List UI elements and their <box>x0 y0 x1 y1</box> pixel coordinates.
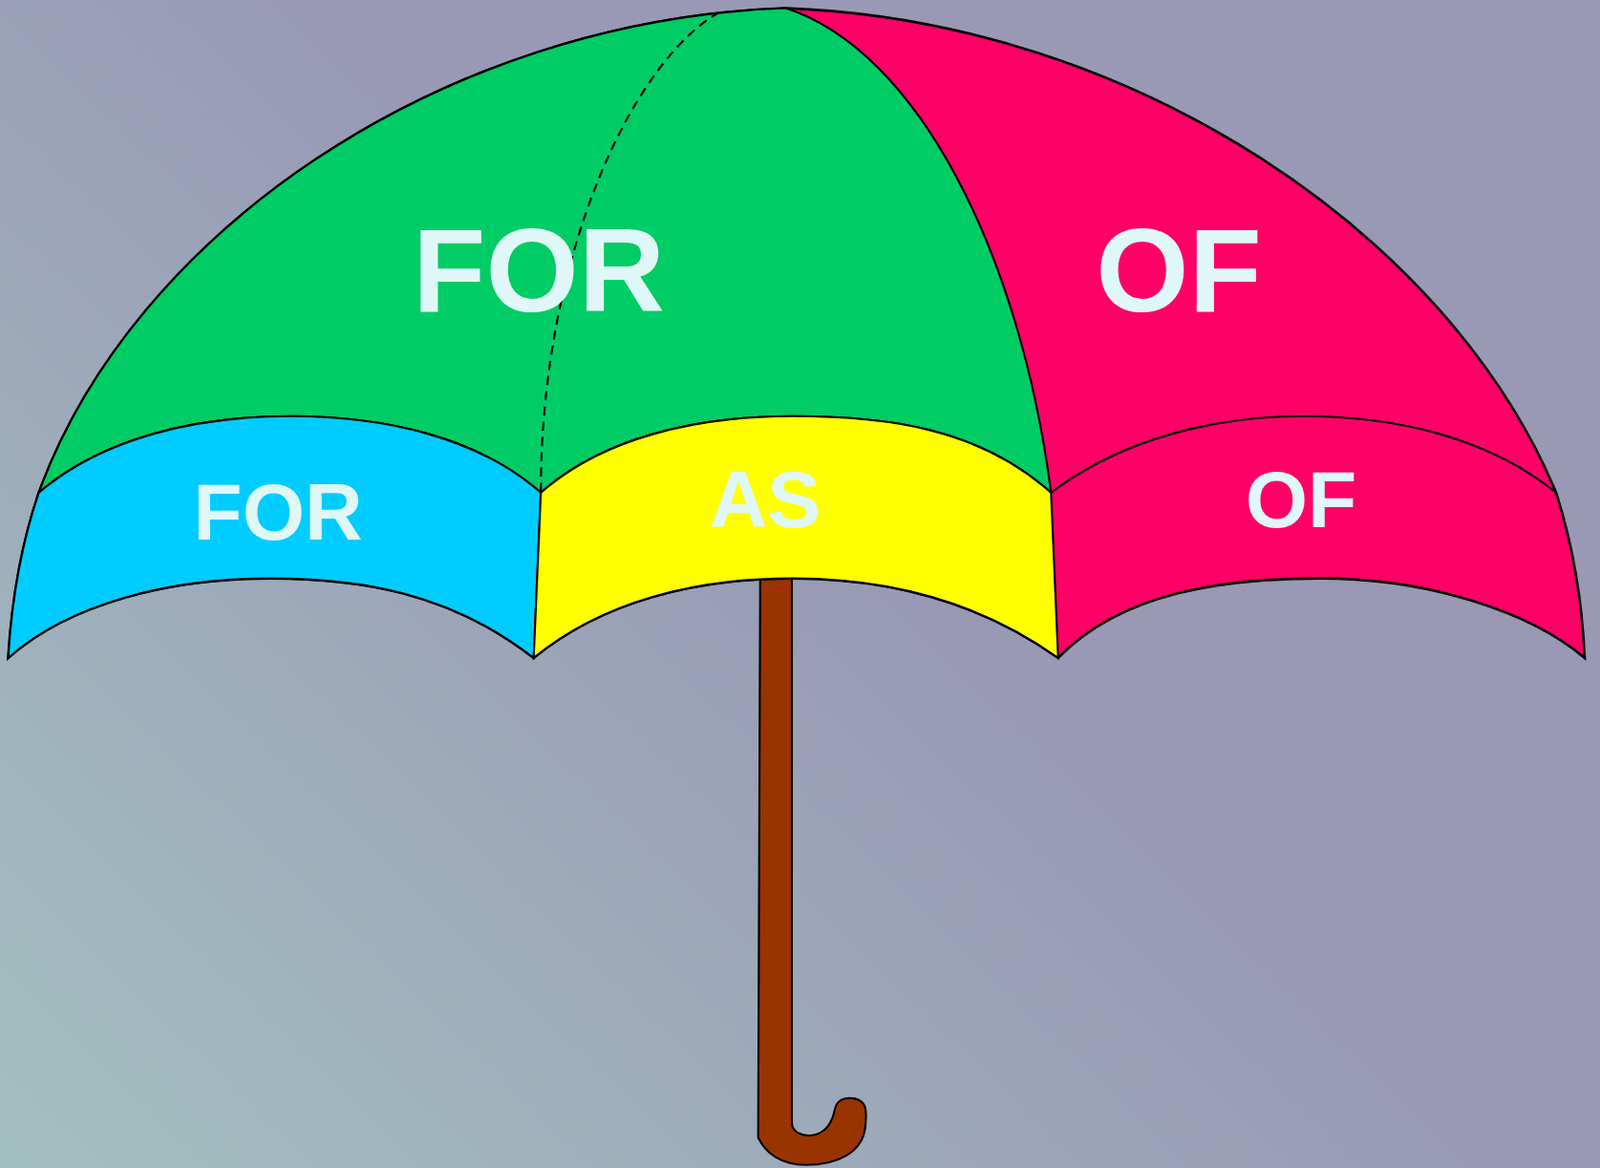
cyan-band <box>8 416 542 659</box>
green-panel <box>39 8 1052 493</box>
panel-word: FOR <box>192 471 363 553</box>
panel-word: OF <box>1095 210 1262 330</box>
yellow-band <box>533 416 1059 659</box>
canopy-panel: OF <box>1035 197 1323 342</box>
band-panel: AS <box>640 447 890 553</box>
band-panel: FOR <box>153 459 403 565</box>
panel-word: AS <box>709 459 822 540</box>
canopy-panel: FOR <box>376 197 702 342</box>
umbrella-handle <box>758 578 867 1166</box>
band-panel: OF <box>1176 447 1426 553</box>
panel-word: FOR <box>412 210 665 330</box>
panel-word: OF <box>1245 459 1358 540</box>
umbrella-canopy <box>8 8 1585 659</box>
